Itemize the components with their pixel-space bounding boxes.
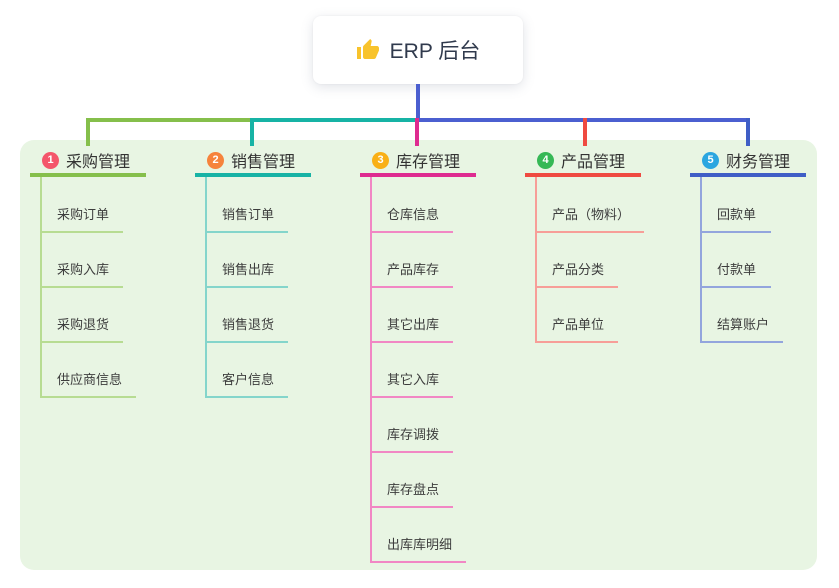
child-node[interactable]: 销售订单 [205, 205, 289, 233]
child-node[interactable]: 供应商信息 [40, 370, 137, 398]
thumbs-up-icon [356, 38, 380, 62]
branch-title-label: 财务管理 [726, 154, 791, 171]
child-node[interactable]: 库存调拨 [370, 425, 454, 453]
connector-drop-branch-5 [746, 118, 750, 146]
branch-title-5[interactable]: 5 财务管理 [690, 149, 807, 177]
child-node[interactable]: 采购订单 [40, 205, 124, 233]
branch-number-badge: 3 [372, 151, 389, 169]
child-node[interactable]: 销售出库 [205, 260, 289, 288]
child-node[interactable]: 结算账户 [700, 315, 784, 343]
branch-title-label: 销售管理 [231, 154, 296, 171]
child-node[interactable]: 采购退货 [40, 315, 124, 343]
child-node[interactable]: 其它入库 [370, 370, 454, 398]
child-node[interactable]: 其它出库 [370, 315, 454, 343]
child-node[interactable]: 回款单 [700, 205, 771, 233]
connector-drop-branch-4 [583, 118, 587, 146]
branch-title-label: 库存管理 [396, 154, 461, 171]
branch-number-badge: 4 [537, 151, 554, 169]
branch-title-label: 采购管理 [66, 154, 131, 171]
branch-number-badge: 5 [702, 151, 719, 169]
child-node[interactable]: 库存盘点 [370, 480, 454, 508]
connector-children-line-branch-3 [370, 177, 372, 562]
branch-title-3[interactable]: 3 库存管理 [360, 149, 477, 177]
child-node[interactable]: 产品分类 [535, 260, 619, 288]
child-node[interactable]: 客户信息 [205, 370, 289, 398]
connector-root-stem [416, 84, 420, 120]
connector-children-line-branch-5 [700, 177, 702, 342]
root-node-label: ERP 后台 [389, 40, 481, 63]
child-node[interactable]: 产品库存 [370, 260, 454, 288]
connector-drop-branch-3 [415, 118, 419, 146]
connector-bus-middle [252, 118, 418, 122]
child-node[interactable]: 采购入库 [40, 260, 124, 288]
connector-children-line-branch-4 [535, 177, 537, 342]
child-node[interactable]: 产品（物料） [535, 205, 645, 233]
branch-title-2[interactable]: 2 销售管理 [195, 149, 312, 177]
branch-number-badge: 1 [42, 151, 59, 169]
child-node[interactable]: 付款单 [700, 260, 771, 288]
branches-panel [20, 140, 817, 570]
child-node[interactable]: 产品单位 [535, 315, 619, 343]
child-node[interactable]: 仓库信息 [370, 205, 454, 233]
connector-drop-branch-1 [86, 118, 90, 146]
branch-number-badge: 2 [207, 151, 224, 169]
connector-bus-left [86, 118, 254, 122]
branch-title-4[interactable]: 4 产品管理 [525, 149, 642, 177]
branch-title-label: 产品管理 [561, 154, 626, 171]
child-node[interactable]: 销售退货 [205, 315, 289, 343]
child-node[interactable]: 出库库明细 [370, 535, 467, 563]
branch-title-1[interactable]: 1 采购管理 [30, 149, 147, 177]
connector-drop-branch-2 [250, 118, 254, 146]
root-node-erp[interactable]: ERP 后台 [313, 16, 523, 84]
